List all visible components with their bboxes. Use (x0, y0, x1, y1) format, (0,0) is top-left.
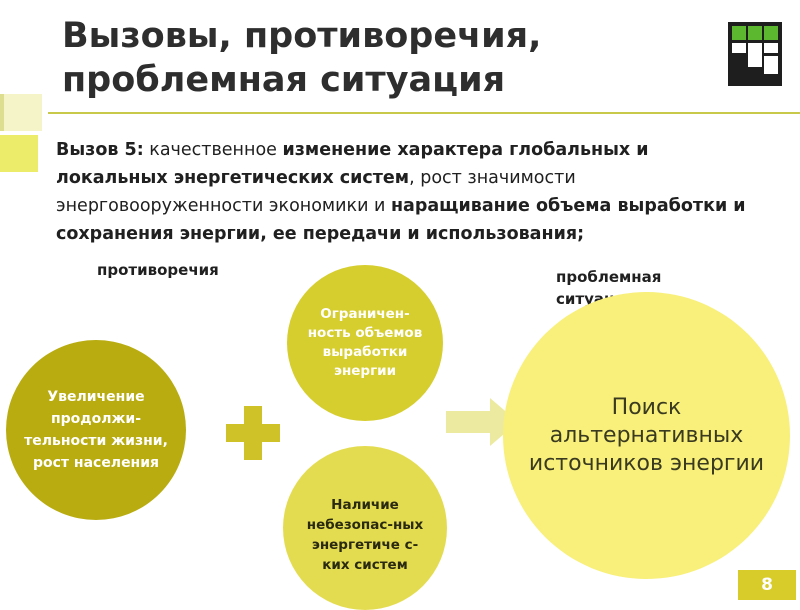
logo-icon (728, 22, 782, 86)
decor-square-3 (4, 94, 42, 131)
circle-alternative-sources: Поиск альтернативных источников энергии (503, 292, 790, 579)
circle-population-growth: Увеличение продолжи-тельности жизни, рос… (6, 340, 186, 520)
title-line-2: проблемная ситуация (62, 60, 506, 100)
circle-left-text: Увеличение продолжи-тельности жизни, рос… (24, 389, 168, 471)
slide-title: Вызовы, противоречия, проблемная ситуаци… (62, 14, 541, 102)
circle-big-text: Поиск альтернативных источников энергии (528, 394, 765, 476)
plus-icon (226, 406, 280, 460)
circle-top-text: Ограничен-ность объемов выработки энерги… (307, 306, 423, 379)
challenge-text: Вызов 5: качественное изменение характер… (56, 136, 756, 248)
challenge-seg-1: качественное (143, 140, 283, 160)
circle-bottom-text: Наличие небезопас-ных энергетиче с-ких с… (306, 497, 424, 573)
circle-unsafe-systems: Наличие небезопас-ных энергетиче с-ких с… (283, 446, 447, 610)
challenge-label: Вызов 5: (56, 140, 144, 160)
challenge-seg-4: наращивание объема выработки и сохранени… (56, 196, 746, 244)
circle-limited-energy: Ограничен-ность объемов выработки энерги… (287, 265, 443, 421)
decor-square-2 (0, 135, 38, 172)
contradictions-label: противоречия (97, 261, 219, 279)
page-number: 8 (738, 570, 796, 600)
arrow-right-icon (446, 398, 518, 446)
title-line-1: Вызовы, противоречия, (62, 16, 542, 56)
challenge-seg-2: изменение характера глобальных и локальн… (56, 140, 649, 188)
challenge-seg-3: , рост значимости энерговооруженности эк… (56, 168, 576, 216)
title-divider (48, 112, 800, 114)
